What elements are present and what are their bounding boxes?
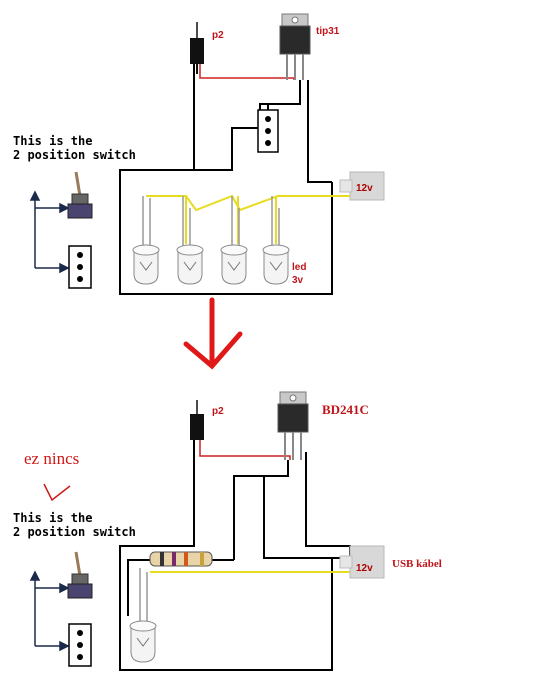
top-led-2-icon: [176, 196, 204, 285]
top-connector-3pin-icon: [257, 109, 279, 153]
top-probe-label: p2: [212, 30, 224, 41]
top-transistor-icon: [279, 13, 311, 80]
top-plug-label: 12v: [356, 183, 373, 194]
top-led-label-line2: 3v: [292, 275, 304, 286]
bottom-transistor-icon: [277, 391, 309, 460]
bottom-switch-arrows: [29, 570, 70, 652]
top-probe: [190, 22, 204, 74]
bottom-plug-label: 12v: [356, 563, 373, 574]
bottom-plug-12v-icon: [339, 545, 385, 579]
top-yellow-wires: [146, 194, 350, 244]
down-arrow-icon: [183, 297, 243, 370]
top-led-3-icon: [220, 196, 248, 285]
top-plug-12v-icon: [339, 171, 385, 201]
usb-label: USB kábel: [392, 558, 442, 570]
top-transistor-label: tip31: [316, 26, 340, 37]
bottom-switch-note-line2: 2 position switch: [13, 525, 136, 539]
top-switch-header-icon: [68, 245, 92, 289]
top-switch-note-line1: This is the: [13, 134, 92, 148]
bottom-red-wire: [199, 440, 291, 460]
handwritten-check-icon: [43, 483, 71, 502]
top-led-4-icon: [262, 196, 290, 285]
top-switch-note-line2: 2 position switch: [13, 148, 136, 162]
top-led-label-line1: led: [292, 262, 306, 273]
top-circuit: p2 tip31 12v: [13, 13, 385, 295]
resistor-icon: [149, 551, 213, 567]
bottom-switch-header-icon: [68, 623, 92, 667]
bottom-probe-label: p2: [212, 406, 224, 417]
top-led-1-icon: [132, 196, 160, 285]
bottom-transistor-label: BD241C: [322, 402, 369, 417]
bottom-switch-note-line1: This is the: [13, 511, 92, 525]
bottom-probe: [190, 400, 204, 440]
bottom-toggle-switch-icon: [67, 551, 93, 599]
bottom-circuit: p2 BD241C 12v USB kábel: [13, 391, 442, 671]
handwritten-note: ez nincs: [24, 449, 79, 468]
top-red-wire: [199, 64, 295, 80]
bottom-led-icon: [129, 568, 157, 663]
top-toggle-switch-icon: [67, 171, 93, 219]
top-switch-arrows: [29, 190, 70, 274]
